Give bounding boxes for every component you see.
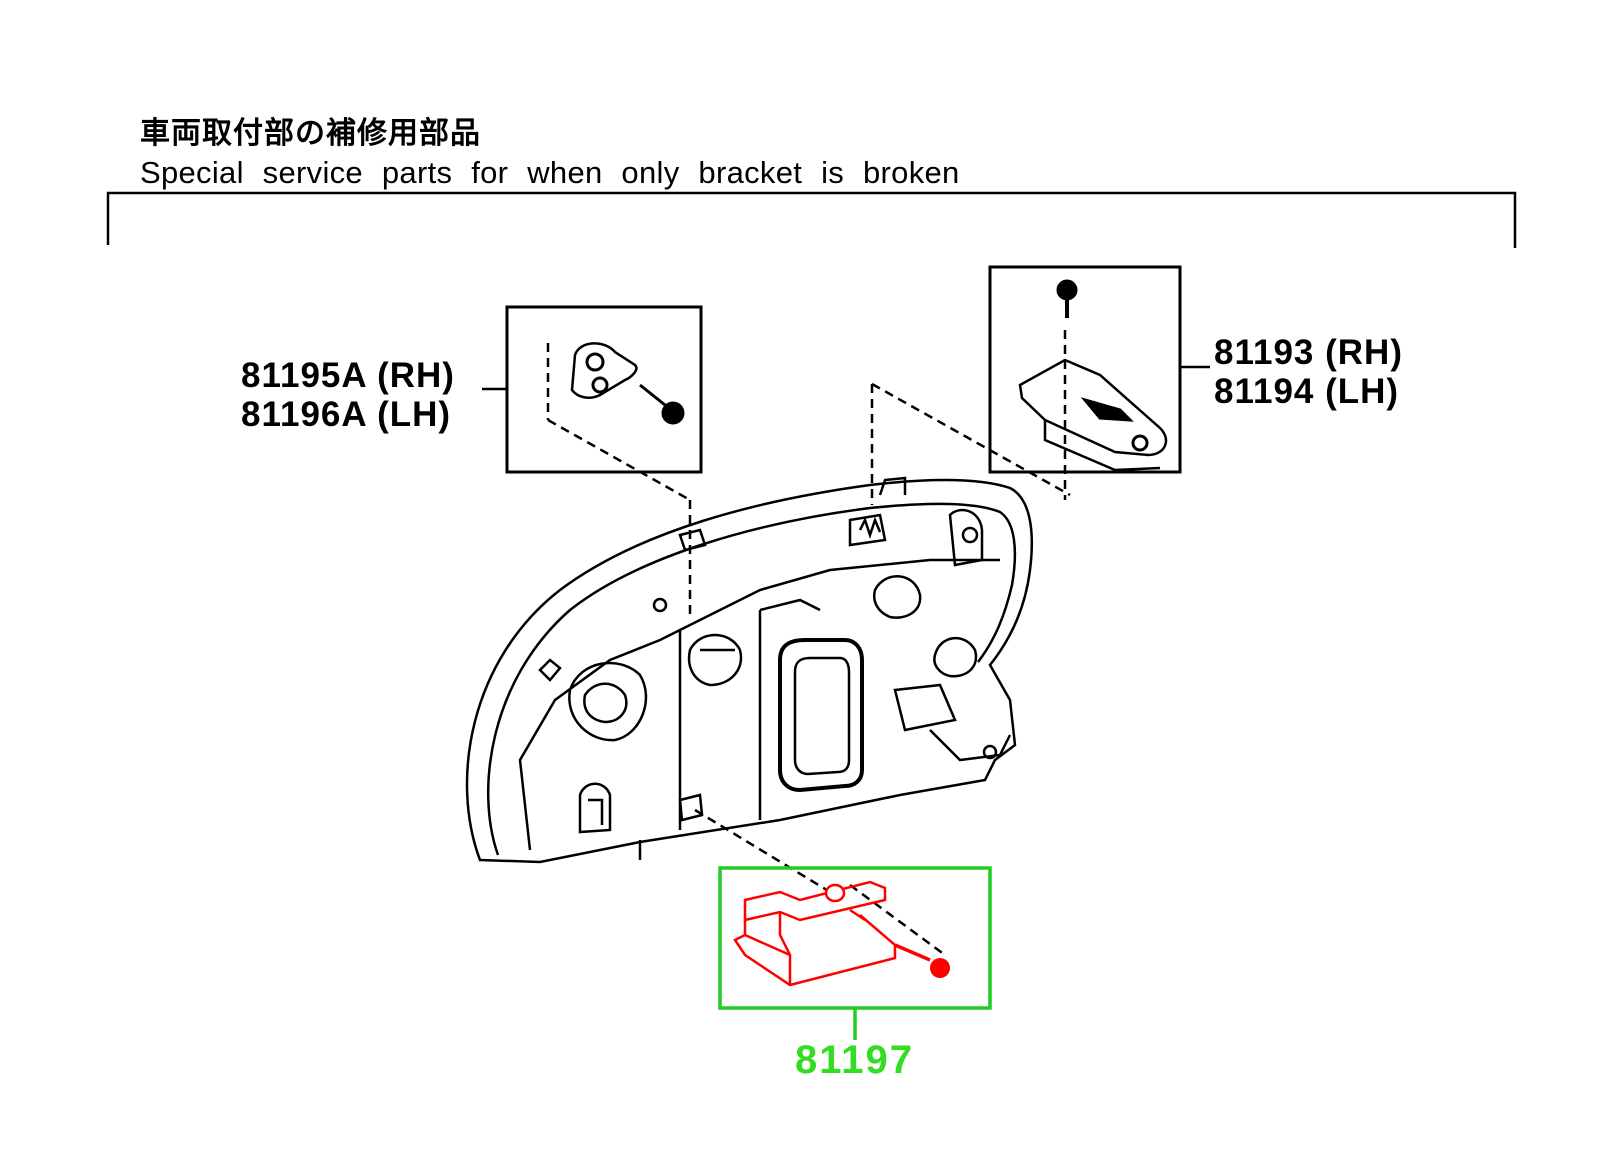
part-number-81195a-rh: 81195A (RH) xyxy=(241,356,455,395)
lamp-housing xyxy=(465,476,1034,864)
part-number-81196a-lh: 81196A (LH) xyxy=(241,395,452,434)
title-english: Special service parts for when only brac… xyxy=(140,155,960,190)
title-japanese: 車両取付部の補修用部品 xyxy=(140,116,481,151)
leader-connectors xyxy=(482,365,1210,391)
top-bracket-callout xyxy=(988,265,1182,474)
part-number-81193-rh: 81193 (RH) xyxy=(1214,333,1403,372)
part-number-81197: 81197 xyxy=(795,1038,915,1082)
bottom-bracket-callout-frame xyxy=(718,866,992,1040)
bottom-bracket-part xyxy=(733,880,950,987)
part-number-81194-lh: 81194 (LH) xyxy=(1214,372,1400,411)
assembly-bracket-line xyxy=(106,191,1517,248)
left-bracket-callout xyxy=(505,305,703,474)
